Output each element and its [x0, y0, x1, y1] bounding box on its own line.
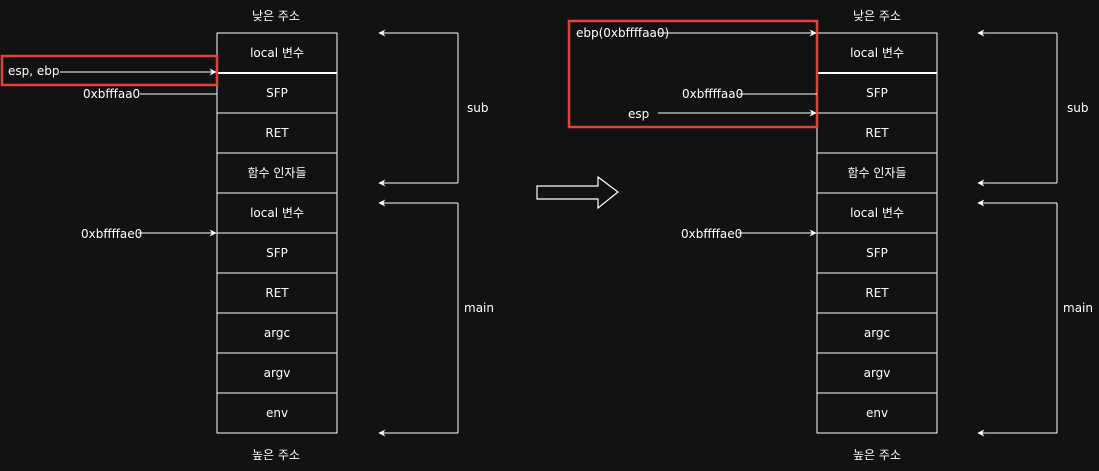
- right-stack-cell-label: argv: [864, 366, 891, 380]
- left-stack-cell-label: argv: [264, 366, 291, 380]
- right-stack-cell-label: env: [866, 406, 888, 420]
- left-stack-cell-label: RET: [265, 286, 289, 300]
- left-stack-cells: local 변수 SFP RET 함수 인자들 local 변수 SFP RET argc ar…: [216, 32, 338, 434]
- right-stack: 낮은 주소 local 변수 SFP RET 함수 인자들 local 변수 SFP RET…: [816, 9, 938, 462]
- right-sfp-main-address: 0xbffffae0: [681, 227, 742, 241]
- right-sfp-sub-address: 0xbffffaa0: [682, 87, 743, 101]
- right-stack-cells: local 변수 SFP RET 함수 인자들 local 변수 SFP RET argc ar…: [816, 32, 938, 434]
- left-sfp-main-address: 0xbffffae0: [81, 227, 142, 241]
- left-stack-cell-label: SFP: [266, 86, 288, 100]
- left-esp-ebp-highlight: [0, 54, 219, 87]
- right-stack-cell-label: SFP: [866, 246, 888, 260]
- left-high-address-label: 높은 주소: [252, 448, 300, 462]
- right-ebp-label: ebp(0xbffffaa0): [576, 26, 669, 40]
- left-stack-cell-label: local 변수: [250, 46, 304, 60]
- left-sub-label: sub: [467, 101, 488, 115]
- left-stack-cell: [216, 392, 338, 434]
- right-stack-cell-label: argc: [864, 326, 890, 340]
- left-stack-cell-label: 함수 인자들: [247, 166, 306, 180]
- left-sfp-sub-address: 0xbfffaa0: [83, 87, 140, 101]
- right-stack-cell-label: local 변수: [850, 46, 904, 60]
- left-stack: 낮은 주소 local 변수 SFP RET 함수 인자들 local 변수 SFP RET…: [216, 9, 338, 462]
- left-main-label: main: [464, 301, 494, 315]
- right-stack-cell-label: 함수 인자들: [847, 166, 906, 180]
- right-high-address-label: 높은 주소: [853, 448, 901, 462]
- left-esp-ebp-label: esp, ebp: [8, 64, 60, 78]
- left-low-address-label: 낮은 주소: [252, 9, 300, 23]
- right-stack-cell-label: local 변수: [850, 206, 904, 220]
- right-low-address-label: 낮은 주소: [853, 9, 901, 23]
- right-main-label: main: [1063, 301, 1093, 315]
- right-stack-cell-label: RET: [865, 126, 889, 140]
- right-ebp-esp-highlight: [567, 19, 819, 129]
- right-stack-cell-label: SFP: [866, 86, 888, 100]
- right-sub-label: sub: [1067, 101, 1088, 115]
- right-esp-label: esp: [628, 107, 649, 121]
- left-stack-cell-label: local 변수: [250, 206, 304, 220]
- left-stack-cell-label: SFP: [266, 246, 288, 260]
- left-stack-cell-label: env: [266, 406, 288, 420]
- left-stack-cell-label: RET: [265, 126, 289, 140]
- left-stack-cell-label: argc: [264, 326, 290, 340]
- right-arrow-icon: [536, 175, 619, 210]
- right-stack-cell-label: RET: [865, 286, 889, 300]
- right-stack-cell: [816, 392, 938, 434]
